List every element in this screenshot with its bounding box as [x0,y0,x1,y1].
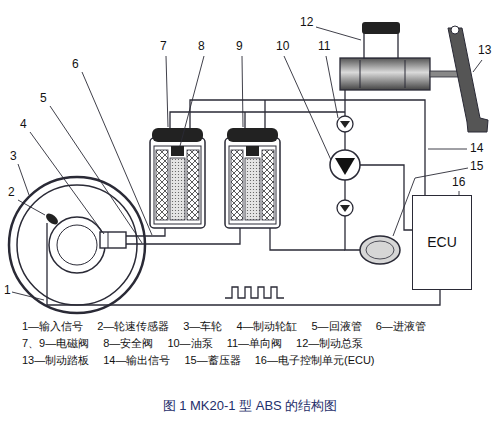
key-entry: 6—进液管 [376,320,426,333]
key-entry: 10—油泵 [167,337,212,350]
master-piston [405,60,406,88]
pump-pipe [344,180,345,200]
wheel-cylinder-piston [108,232,109,248]
leader-line [166,56,168,127]
leader-line [180,56,204,146]
callout-number: 2 [8,186,15,200]
leader-line [326,56,338,118]
key-entry: 2—轮速传感器 [97,320,169,333]
leader-line [12,292,44,300]
accumulator-inner [366,241,394,259]
leader-line [82,72,152,235]
fluid-reservoir [364,32,398,58]
callout-number: 13 [478,44,491,58]
key-entry: 15—蓄压器 [185,354,241,367]
pedal-pivot [451,26,459,34]
hub [57,225,97,265]
leader-line [30,132,104,234]
accumulator-pipe [345,216,360,250]
key-entry: 4—制动轮缸 [236,320,297,333]
solenoid-valve [150,128,205,228]
callout-number: 14 [470,142,483,156]
key-entry: 14—输出信号 [103,354,170,367]
wheel-cylinder [100,232,126,248]
key-row: 7、9—电磁阀 8—安全阀 10—油泵 11—单向阀 12—制动总泵 [22,337,363,350]
key-entry: 11—单向阀 [227,337,282,350]
key-entry: 7、9—电磁阀 [22,337,89,350]
tire-inner [17,185,137,305]
ecu-box: ECU [412,195,472,290]
callout-number: 5 [40,92,47,106]
master-cylinder [340,58,430,90]
valve-supply-pipe [244,112,245,128]
pump-symbol [335,158,355,175]
return-pipe [126,228,240,244]
key-entry: 8—安全阀 [103,337,153,350]
callout-number: 7 [160,40,167,54]
input-signal-wire [47,223,440,305]
pulse-signal [225,287,284,298]
hub-ring [49,217,105,273]
output-signal-wire [264,100,265,128]
check-valve [337,200,353,216]
callout-number: 10 [276,40,289,54]
callout-number: 11 [318,40,330,54]
pump-pipe [344,132,345,150]
inlet-pipe [126,228,165,236]
check-valve [337,116,353,132]
oil-pump [330,150,360,180]
reservoir-cap [362,22,400,34]
callout-number: 6 [72,58,79,72]
key-row: 1—输入信号 2—轮速传感器 3—车轮 4—制动轮缸 5—回液管 6—进液管 [22,320,426,333]
callout-number: 9 [236,40,243,54]
pump-control-wire [360,165,412,230]
callout-number: 4 [20,118,27,132]
key-entry: 5—回液管 [312,320,362,333]
check-valve-symbol [340,205,350,212]
leader-line [428,149,467,150]
callout-number: 8 [198,40,205,54]
key-entry: 3—车轮 [183,320,222,333]
leader-line [473,60,482,72]
leader-line [316,27,361,40]
leader-line [50,106,142,243]
key-row: 13—制动踏板 14—输出信号 15—蓄压器 16—电子控制单元(ECU) [22,354,375,367]
leader-line [242,56,243,127]
check-valve-symbol [340,121,350,128]
master-piston [360,60,361,88]
key-entry: 12—制动总泵 [296,337,363,350]
leader-line [284,56,331,160]
callout-number: 3 [10,150,17,164]
callout-number: 12 [300,16,313,30]
callout-number: 16 [452,176,465,190]
key-entry: 13—制动踏板 [22,354,89,367]
push-rod [430,71,460,77]
callout-number: 15 [470,160,483,174]
leader-line [18,164,29,195]
figure-caption: 图 1 MK20-1 型 ABS 的结构图 [0,398,500,414]
master-outlet-pipe [344,90,345,116]
valve-supply-pipe [170,112,345,128]
leader-line [18,200,45,215]
key-entry: 1—输入信号 [22,320,83,333]
key-entry: 16—电子控制单元(ECU) [255,354,375,367]
callout-number: 1 [4,284,11,298]
valve-return-pipe [270,228,345,250]
solenoid-valve [225,128,280,228]
node-label: ECU [427,234,457,251]
accumulator [360,236,400,264]
